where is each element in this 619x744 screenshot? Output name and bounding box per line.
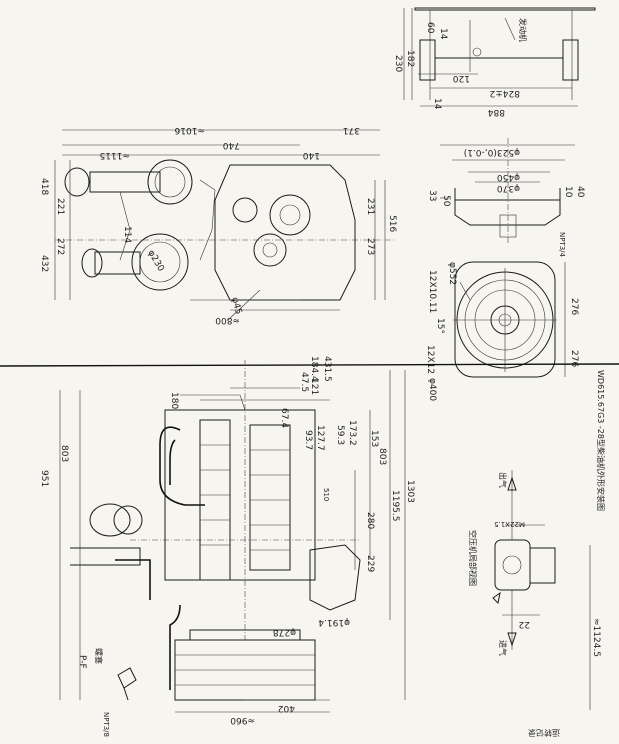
dim-47-5: 47.5 — [299, 372, 309, 392]
dim-402: 402 — [278, 703, 295, 713]
dim-1115: ≈1115 — [100, 150, 130, 160]
dim-800: ≈800 — [215, 315, 240, 325]
engine-side-view: 951 803 180 184.4 121 47.5 431.5 67.4 93… — [39, 356, 601, 725]
dim-phi230: φ230 — [145, 249, 165, 274]
engine-front-view: ≈1016 740 371 ≈1115 140 418 221 432 272 … — [39, 125, 397, 325]
flywheel-section-view: φ523(0,-0.1) φ450 φ370 33 10 40 50 NPT3/… — [427, 138, 585, 258]
dim-33: 33 — [427, 190, 437, 201]
dim-418: 418 — [39, 178, 49, 195]
dim-60: 60 — [425, 22, 435, 34]
dim-22: 22 — [519, 619, 530, 629]
dim-14: 14 — [438, 28, 448, 40]
dim-221: 221 — [55, 198, 65, 215]
dim-59-3: 59.3 — [335, 425, 345, 445]
dim-15deg: 15° — [435, 318, 445, 334]
dim-50: 50 — [441, 195, 451, 207]
dim-230: 230 — [393, 55, 403, 72]
dim-120: 120 — [453, 73, 470, 83]
dim-824: 824±2 — [490, 88, 520, 98]
dim-371: 371 — [343, 125, 360, 135]
dim-phi450: φ450 — [497, 172, 520, 182]
dim-121: 121 — [309, 378, 319, 395]
dim-432: 432 — [39, 255, 49, 272]
dim-phi370: φ370 — [497, 183, 520, 193]
dim-m22: M22X1.5 — [494, 520, 525, 528]
dim-40: 40 — [575, 186, 585, 198]
label-inlet: 进气 — [498, 640, 508, 656]
dim-960: ≈960 — [230, 715, 255, 725]
dim-12x12: 12X12 — [425, 345, 435, 374]
drawing-title: WD615.67G3 -28型柴油机外形安装图 — [596, 370, 606, 511]
dim-1303: 1303 — [405, 480, 415, 503]
top-right-plan-view: 60 230 182 14 120 824±2 884 14 发动机 — [393, 7, 596, 117]
dim-276-top: 276 — [569, 298, 579, 315]
dim-127-7: 127.7 — [315, 425, 325, 451]
dim-phi191: φ191.4 — [318, 617, 350, 627]
dim-431-5: 431.5 — [322, 356, 332, 382]
dim-803-left: 803 — [59, 445, 69, 462]
dim-phi552: φ552 — [447, 262, 457, 285]
label-plug: 螺塞 — [94, 648, 104, 664]
dim-phi400: φ400 — [427, 378, 437, 401]
dim-951: 951 — [39, 470, 49, 487]
label-npt34: NPT3/4 — [558, 232, 566, 258]
dim-173-2: 173.2 — [347, 420, 357, 446]
view-divider-line — [0, 363, 619, 367]
dim-510: 510 — [322, 488, 330, 501]
compressor-view-title: 空压机局部视图 — [468, 530, 478, 586]
dim-1124-5: ≈1124.5 — [591, 618, 601, 657]
dim-182: 182 — [405, 50, 415, 67]
dim-10: 10 — [563, 186, 573, 198]
label-npt38: NPT3/8 — [102, 712, 110, 737]
drain-plug-detail: P-F NPT3/8 螺塞 — [77, 648, 137, 737]
dim-280: 280 — [365, 512, 375, 529]
label-note-engine: 发动机 — [518, 18, 528, 42]
dim-67-4: 67.4 — [279, 408, 289, 428]
dim-14-b: 14 — [432, 98, 442, 110]
dim-229: 229 — [365, 555, 375, 572]
dim-884: 884 — [488, 107, 505, 117]
compressor-detail-view: 空压机局部视图 M22X1.5 22 出气 进气 — [468, 470, 556, 656]
dim-273: 273 — [365, 238, 375, 255]
dim-1195-5: 1195.5 — [390, 490, 400, 522]
dim-140: 140 — [303, 150, 320, 160]
dim-93-7: 93.7 — [303, 430, 313, 450]
dim-231: 231 — [365, 198, 375, 215]
dim-803-right: 803 — [377, 448, 387, 465]
dim-180: 180 — [169, 392, 179, 409]
flywheel-front-view: 12X10.11 φ552 15° 12X12 φ400 276 276 — [425, 261, 579, 401]
label-pf: P-F — [77, 655, 87, 669]
label-outlet: 出气 — [498, 472, 508, 488]
dim-516: 516 — [387, 215, 397, 232]
dim-12x10: 12X10.11 — [427, 270, 437, 313]
dim-740: 740 — [223, 140, 240, 150]
dim-272: 272 — [55, 238, 65, 255]
dim-phi278: φ278 — [273, 627, 296, 637]
dim-184-4: 184.4 — [309, 356, 319, 382]
dim-114: 114 — [122, 226, 132, 243]
dim-1016: ≈1016 — [174, 125, 205, 135]
approval-stamp: 运转记录 — [528, 728, 560, 738]
dim-phi45: φ45 — [229, 296, 243, 315]
dim-153: 153 — [369, 430, 379, 447]
dim-276-bottom: 276 — [569, 350, 579, 367]
dim-phi523: φ523(0,-0.1) — [464, 147, 520, 157]
